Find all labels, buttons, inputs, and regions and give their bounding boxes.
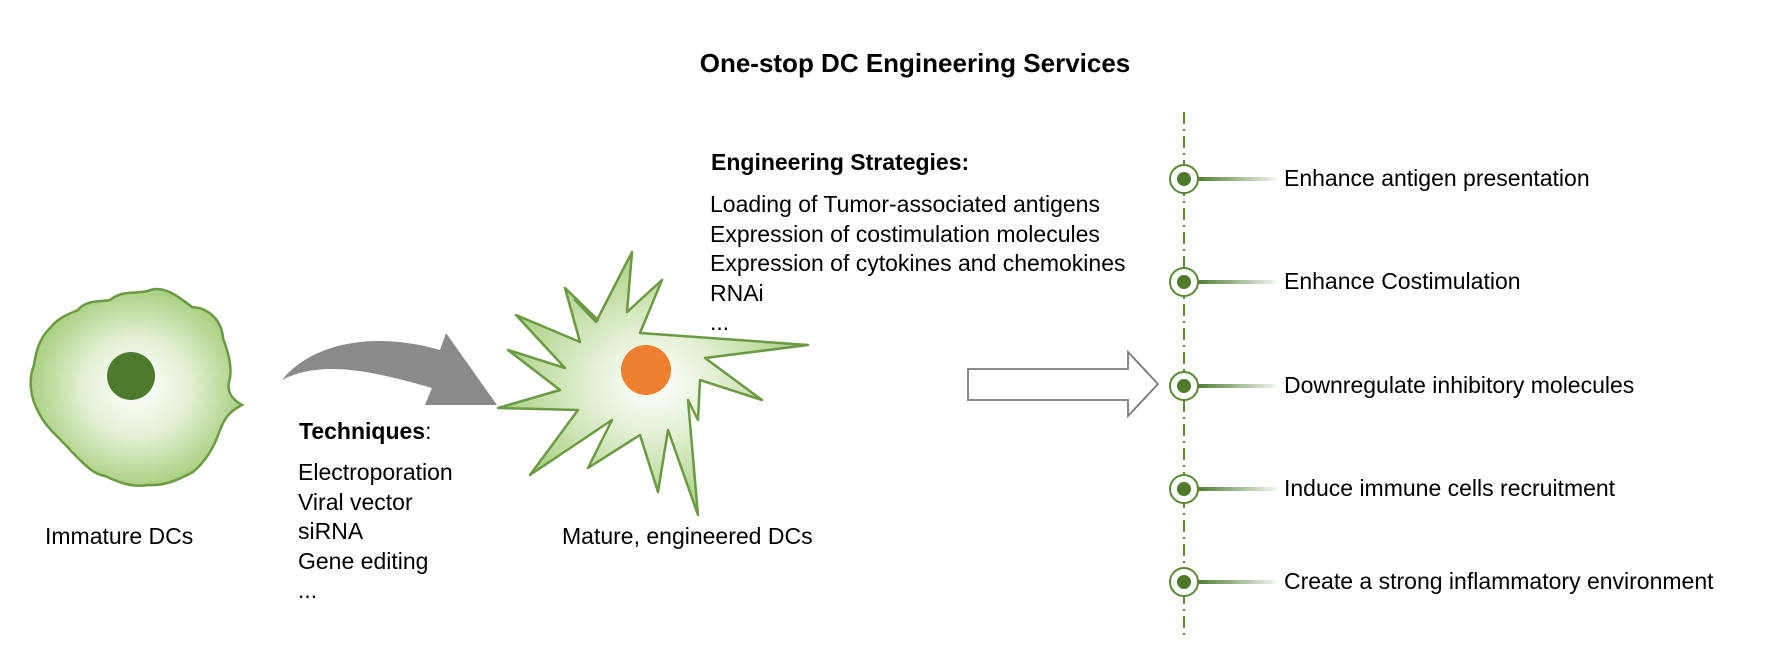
timeline-marker-2 — [1169, 267, 1276, 297]
outcome-label: Enhance Costimulation — [1284, 268, 1521, 294]
strategies-list: Loading of Tumor-associated antigens Exp… — [710, 190, 1126, 338]
technique-item: siRNA — [298, 518, 364, 544]
diagram-title: One-stop DC Engineering Services — [699, 48, 1131, 78]
techniques-colon: : — [425, 418, 432, 444]
timeline-marker-3 — [1169, 371, 1276, 401]
immature-dc-label: Immature DCs — [45, 523, 194, 549]
mature-dc-label: Mature, engineered DCs — [562, 523, 813, 549]
timeline-marker-5 — [1169, 567, 1276, 597]
technique-item: ... — [298, 577, 318, 603]
immature-dc-nucleus — [107, 352, 155, 400]
outcome-label: Create a strong inflammatory environment — [1284, 568, 1714, 594]
techniques-heading-row: Techniques: — [299, 418, 432, 445]
timeline-marker-1 — [1169, 164, 1276, 194]
timeline-markers — [1169, 164, 1276, 597]
outcome-label: Downregulate inhibitory molecules — [1284, 372, 1635, 398]
technique-item: Electroporation — [298, 459, 453, 485]
strategy-item: Expression of cytokines and chemokines — [710, 250, 1126, 276]
strategy-item: Loading of Tumor-associated antigens — [710, 191, 1100, 217]
technique-arrow-icon — [282, 333, 497, 405]
strategy-item: Expression of costimulation molecules — [710, 220, 1100, 247]
techniques-heading: Techniques — [299, 418, 426, 444]
outcome-arrow-icon — [967, 349, 1160, 419]
timeline-marker-4 — [1169, 474, 1276, 504]
mature-dc-nucleus — [621, 345, 671, 395]
technique-item: Gene editing — [298, 547, 429, 574]
techniques-list: Electroporation Viral vector siRNA Gene … — [298, 458, 453, 606]
technique-item: Viral vector — [298, 488, 413, 515]
strategy-item: RNAi — [710, 279, 764, 306]
strategies-heading: Engineering Strategies: — [711, 149, 970, 175]
strategy-item: ... — [710, 309, 730, 335]
outcome-label: Induce immune cells recruitment — [1284, 475, 1616, 501]
outcome-label: Enhance antigen presentation — [1284, 165, 1590, 191]
